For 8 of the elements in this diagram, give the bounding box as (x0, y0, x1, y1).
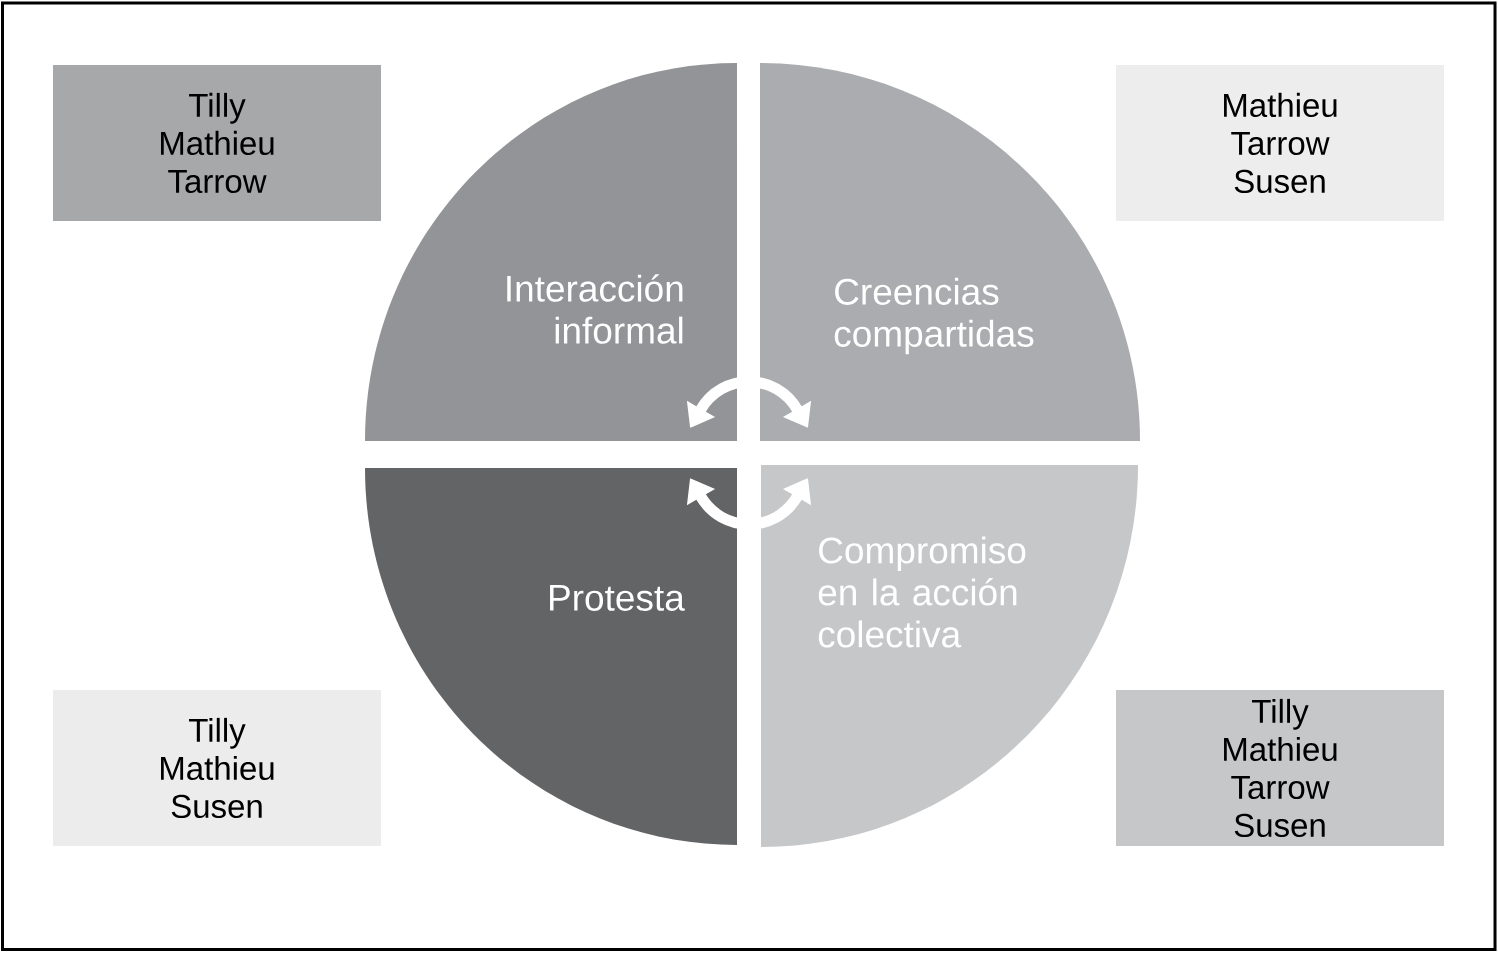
quadrant-segment: Protesta (365, 468, 737, 845)
quadrant-segment: Creencias compartidas (760, 63, 1140, 441)
author-box: Mathieu Tarrow Susen (1116, 65, 1444, 221)
author-box: Tilly Mathieu Susen (53, 690, 381, 846)
author-box: Tilly Mathieu Tarrow (53, 65, 381, 221)
quadrant-segment: Compromiso en la acción colectiva (761, 465, 1138, 847)
quadrant-segment: Interacción informal (365, 63, 737, 441)
author-box: Tilly Mathieu Tarrow Susen (1116, 690, 1444, 846)
